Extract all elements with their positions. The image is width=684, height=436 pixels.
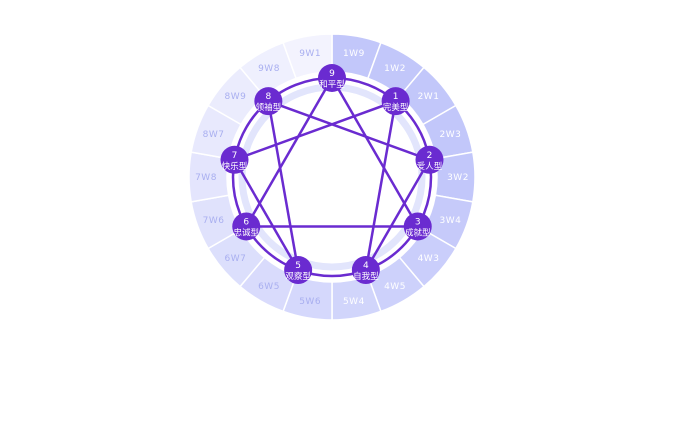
type-name: 领袖型 — [256, 102, 282, 113]
wing-label: 4W3 — [418, 254, 440, 264]
type-name: 快乐型 — [222, 161, 248, 172]
connection-line — [364, 159, 431, 271]
type-node-circle — [403, 212, 432, 241]
type-node-circle — [254, 87, 283, 116]
type-name: 完美型 — [383, 102, 409, 113]
type-name: 成就型 — [405, 228, 431, 239]
type-node-circle — [232, 212, 261, 241]
type-number: 8 — [265, 92, 271, 102]
connection-line — [364, 100, 397, 271]
wing-label: 5W6 — [299, 297, 321, 307]
wing-label: 3W2 — [447, 173, 469, 183]
type-node-circle — [415, 145, 444, 174]
wing-label: 5W4 — [343, 297, 365, 307]
wing-label: 9W8 — [258, 64, 280, 74]
type-name: 爱人型 — [417, 162, 443, 172]
type-number: 6 — [243, 218, 249, 228]
type-node-circle — [220, 145, 249, 174]
type-number: 9 — [329, 69, 335, 79]
connection-line — [245, 77, 334, 228]
type-name: 和平型 — [319, 80, 345, 90]
type-number: 5 — [295, 261, 301, 271]
wing-label: 2W3 — [439, 130, 461, 140]
wing-label: 2W1 — [418, 92, 440, 102]
type-number: 3 — [415, 218, 421, 228]
type-number: 7 — [232, 151, 238, 161]
wing-label: 8W7 — [203, 130, 225, 140]
wing-label: 8W9 — [225, 92, 247, 102]
connection-line — [267, 99, 430, 161]
type-node-circle — [318, 64, 346, 92]
wing-label: 4W5 — [384, 282, 406, 292]
type-name: 忠诚型 — [234, 228, 260, 239]
type-number: 1 — [393, 92, 399, 102]
connection-line — [267, 100, 300, 271]
type-name: 自我型 — [353, 271, 379, 282]
wing-label: 1W2 — [384, 64, 406, 74]
type-number: 4 — [363, 261, 369, 271]
type-node-circle — [284, 256, 313, 285]
type-number: 2 — [427, 151, 433, 161]
wing-label: 6W5 — [258, 282, 280, 292]
connection-line — [233, 159, 300, 271]
wing-label: 7W6 — [203, 216, 225, 226]
wing-label: 3W4 — [439, 216, 461, 226]
connection-line — [330, 77, 419, 228]
type-node-circle — [351, 256, 380, 285]
wing-label: 1W9 — [343, 49, 365, 59]
wing-label: 6W7 — [225, 254, 247, 264]
connection-line — [234, 99, 397, 161]
wing-label: 9W1 — [299, 49, 321, 59]
type-name: 观察型 — [285, 271, 311, 282]
type-node-circle — [381, 87, 410, 116]
wing-label: 7W8 — [195, 173, 217, 183]
wing-segment[interactable] — [282, 33, 333, 80]
